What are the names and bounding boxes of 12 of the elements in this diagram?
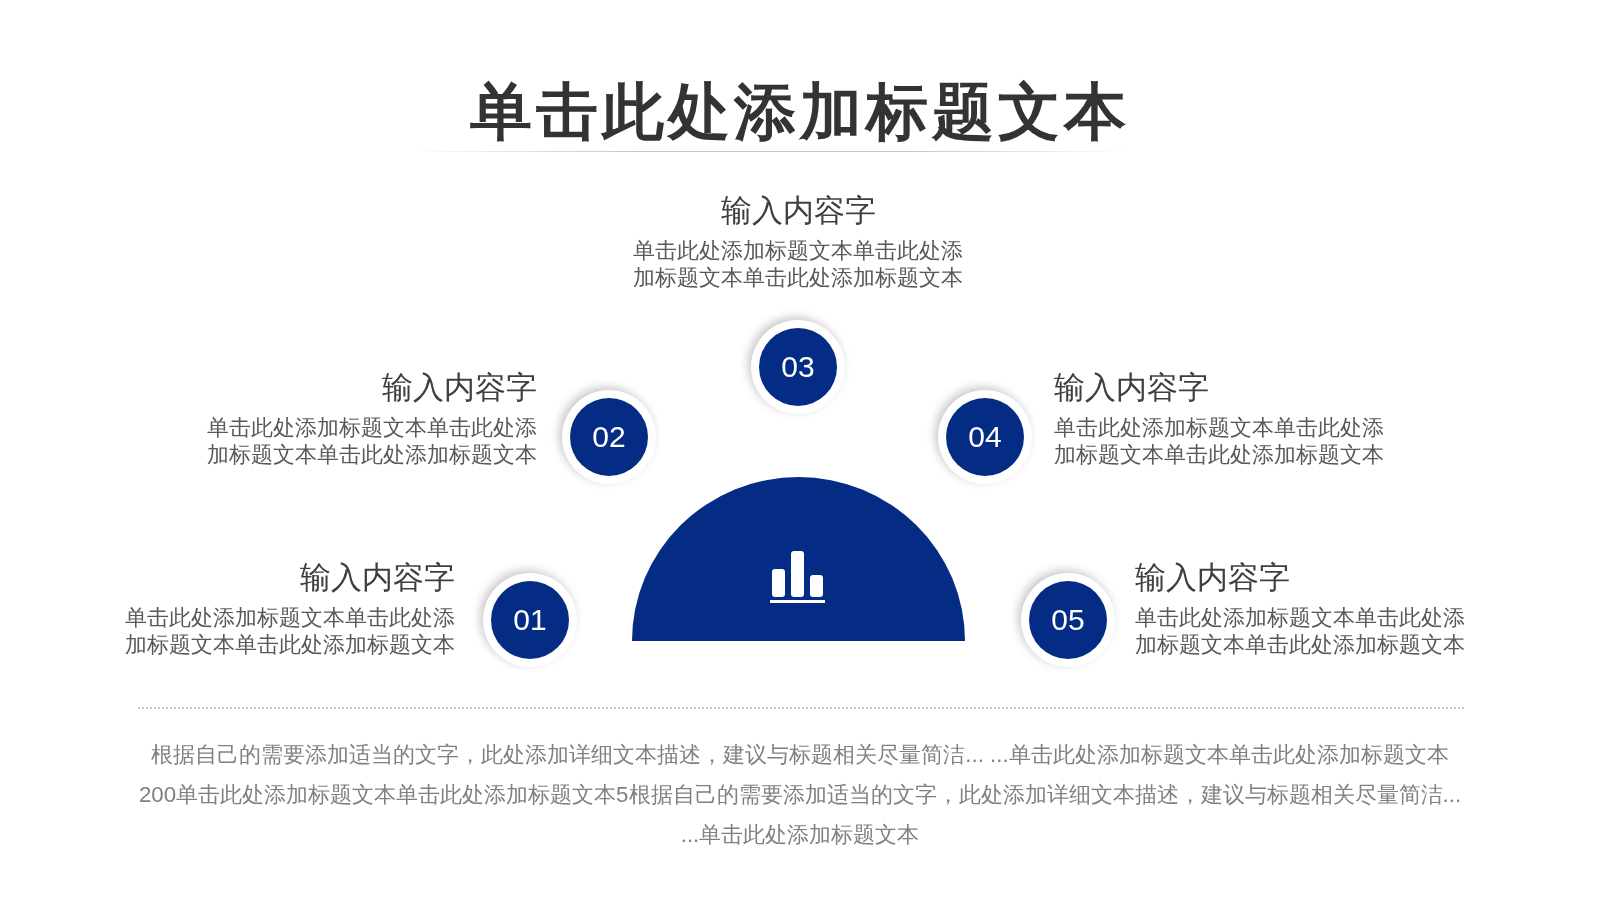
caption-text: 根据自己的需要添加适当的文字，此处添加详细文本描述，建议与标题相关尽量简洁... ...单击此处添加标题文本单击此处添加标题文本200单击此处添加标题文本单击此处添加标题文本5根据自己的需要添加适当的文字，此处添加详细文本描述，建议与标题相关尽量简洁... ...单击此处添加标题文本 (137, 741, 1463, 849)
item-heading: 输入内容字 (1054, 369, 1210, 407)
item-description: 单击此处添加标题文本单击此处添加标题文本单击此处添加标题文本 (1135, 604, 1466, 658)
item-description: 单击此处添加标题文本单击此处添加标题文本单击此处添加标题文本 (632, 237, 964, 291)
item-heading: 输入内容字 (719, 192, 877, 230)
item-heading: 输入内容字 (1135, 559, 1291, 597)
title-text: 单击此处添加标题文本 (470, 78, 1130, 146)
item-heading: 输入内容字 (299, 559, 455, 597)
item-description: 单击此处添加标题文本单击此处添加标题文本单击此处添加标题文本 (206, 414, 537, 468)
item-description: 单击此处添加标题文本单击此处添加标题文本单击此处添加标题文本 (1054, 414, 1385, 468)
item-heading: 输入内容字 (381, 369, 537, 407)
item-description: 单击此处添加标题文本单击此处添加标题文本单击此处添加标题文本 (124, 604, 455, 658)
